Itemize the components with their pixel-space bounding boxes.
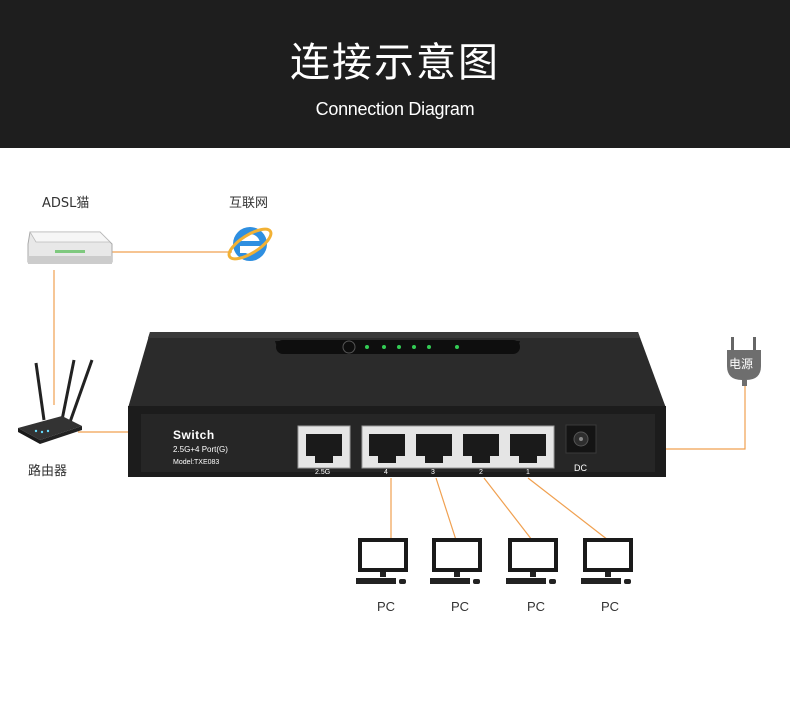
port-label-1: 1 — [526, 469, 530, 476]
power-label: 电源 — [729, 357, 754, 371]
ports — [297, 424, 597, 469]
pc-label: PC — [376, 599, 396, 614]
dc-label: DC — [574, 463, 587, 473]
led-indicator — [382, 345, 386, 349]
port-2 — [463, 434, 499, 463]
led-indicator — [397, 345, 401, 349]
pc-label: PC — [600, 599, 620, 614]
pc-label: PC — [526, 599, 546, 614]
port-3 — [416, 434, 452, 463]
cable-port1-pc4 — [527, 477, 609, 541]
port-label-4: 4 — [384, 469, 388, 476]
port-label-2-5g: 2.5G — [315, 469, 331, 476]
led-indicator — [427, 345, 431, 349]
port-1 — [510, 434, 546, 463]
cable-port3-pc2 — [435, 477, 457, 541]
pc-icon — [430, 538, 482, 584]
port-label-3: 3 — [431, 469, 435, 476]
led-indicator — [455, 345, 459, 349]
port-label-2: 2 — [479, 469, 483, 476]
internet-label: 互联网 — [229, 196, 269, 211]
pc-icon — [356, 538, 408, 584]
switch-name: Switch — [173, 428, 215, 442]
router-icon — [18, 359, 94, 444]
page-subtitle: Connection Diagram — [315, 99, 475, 119]
switch-model: Model:TXE083 — [173, 459, 220, 466]
internet-explorer-icon — [227, 227, 273, 261]
cables — [53, 251, 746, 541]
led-indicator — [365, 345, 369, 349]
led-indicator — [412, 345, 416, 349]
port-2-5g — [297, 425, 351, 469]
header-banner: 连接示意图 Connection Diagram — [0, 0, 790, 148]
modem-icon — [27, 231, 113, 264]
pc-icon — [581, 538, 633, 584]
pc-label: PC — [450, 599, 470, 614]
port-4 — [369, 434, 405, 463]
page-title: 连接示意图 — [290, 40, 500, 86]
router-label: 路由器 — [28, 464, 68, 479]
power-plug-icon — [727, 337, 761, 386]
modem-label: ADSL猫 — [42, 196, 90, 211]
switch-spec: 2.5G+4 Port(G) — [173, 445, 228, 454]
cable-port2-pc3 — [483, 477, 533, 541]
dc-jack — [565, 424, 597, 454]
pc-icon — [506, 538, 558, 584]
